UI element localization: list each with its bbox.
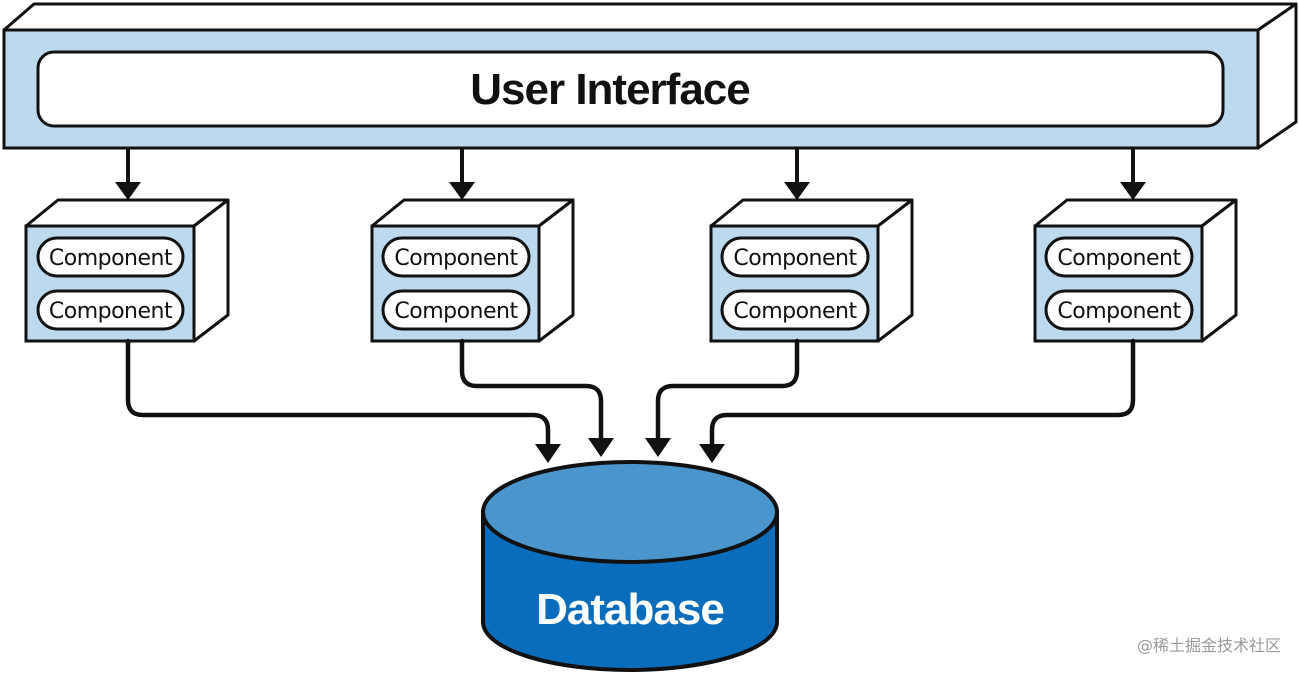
database-label: Database — [536, 585, 724, 634]
ui-label: User Interface — [470, 65, 749, 114]
module-3-component-1-label: Component — [733, 246, 857, 271]
arrowhead-module-3 — [645, 438, 671, 457]
module-2-component-2-label: Component — [394, 299, 518, 324]
module-1: Component Component — [24, 198, 230, 343]
ui-bar-side-face — [1256, 2, 1298, 150]
arrowhead-module-4 — [699, 444, 725, 463]
module-3-component-2-label: Component — [733, 299, 857, 324]
module-3: Component Component — [709, 198, 914, 343]
module-2-component-2 — [381, 289, 531, 331]
module-3-component-1 — [720, 236, 870, 278]
module-1-component-2-label: Component — [49, 299, 173, 324]
arrow-ui-to-module-4 — [1120, 148, 1146, 200]
module-3-component-2 — [720, 289, 870, 331]
arrowhead-module-1 — [535, 444, 561, 463]
database-top — [481, 460, 779, 564]
module-4-component-1 — [1044, 236, 1194, 278]
module-1-component-2 — [36, 289, 185, 331]
module-4-component-1-label: Component — [1057, 246, 1181, 271]
user-interface-layer: User Interface — [2, 2, 1298, 150]
connector-module-3-to-database — [655, 338, 800, 443]
module-4-component-2 — [1044, 289, 1194, 331]
watermark: @稀土掘金技术社区 — [1137, 636, 1281, 655]
ui-label-pill — [36, 50, 1225, 128]
database: Database — [481, 460, 779, 672]
module-1-side-face — [192, 198, 230, 343]
module-1-component-1-label: Component — [49, 246, 173, 271]
connector-module-4-to-database — [709, 338, 1136, 449]
module-4-component-2-label: Component — [1057, 299, 1181, 324]
module-2-side-face — [537, 198, 575, 343]
module-2: Component Component — [370, 198, 575, 343]
connector-module-1-to-database — [125, 338, 551, 449]
arrowhead-module-2 — [588, 438, 614, 457]
module-1-component-1 — [36, 236, 185, 278]
module-4: Component Component — [1033, 198, 1238, 343]
arrow-ui-to-module-2 — [449, 148, 475, 200]
module-to-database-connectors — [125, 338, 1136, 449]
module-2-component-1 — [381, 236, 531, 278]
connector-module-2-to-database — [459, 338, 604, 443]
arrow-ui-to-module-3 — [784, 148, 810, 200]
ui-bar-top-face — [2, 2, 1298, 32]
arrow-ui-to-module-1 — [115, 148, 141, 200]
module-3-side-face — [876, 198, 914, 343]
module-2-component-1-label: Component — [394, 246, 518, 271]
database-arrowheads — [535, 438, 725, 463]
module-4-side-face — [1200, 198, 1238, 343]
ui-to-module-arrows — [115, 148, 1146, 200]
